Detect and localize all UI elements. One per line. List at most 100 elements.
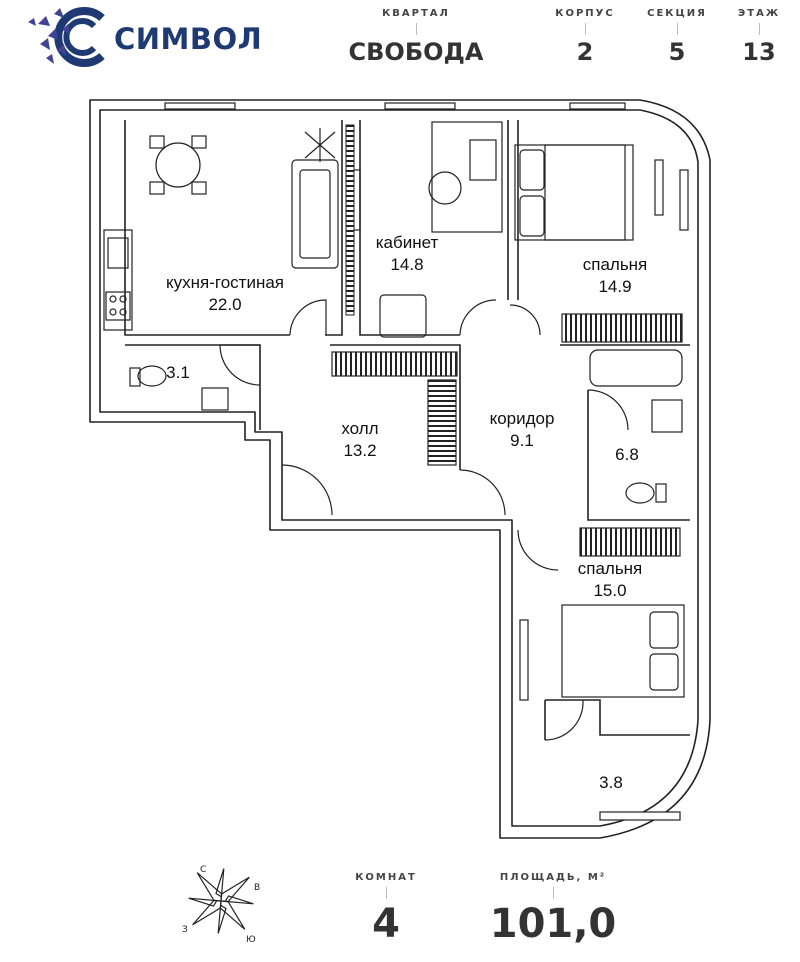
burner bbox=[119, 308, 127, 316]
wardrobe bbox=[427, 379, 457, 466]
outer-wall bbox=[89, 99, 711, 839]
rooms-count-value: 4 bbox=[372, 901, 400, 947]
room-bedroom-2: спальня 15.0 bbox=[560, 558, 660, 602]
room-area: 9.1 bbox=[510, 431, 534, 450]
burner bbox=[109, 295, 117, 303]
door-swing bbox=[289, 299, 327, 336]
room-area: 22.0 bbox=[208, 295, 242, 314]
building-label: КОРПУС bbox=[555, 8, 615, 19]
room-name: спальня bbox=[577, 559, 643, 578]
room-office: кабинет 14.8 bbox=[362, 232, 452, 276]
wardrobe bbox=[561, 313, 683, 343]
sink bbox=[107, 237, 129, 269]
room-name: кабинет bbox=[375, 233, 439, 252]
window bbox=[599, 811, 681, 821]
sofa-seat bbox=[299, 169, 331, 259]
divider bbox=[552, 887, 554, 899]
room-name: спальня bbox=[582, 255, 648, 274]
interior-wall bbox=[124, 120, 290, 336]
room-area: 3.1 bbox=[166, 363, 190, 382]
window bbox=[679, 169, 689, 231]
window bbox=[519, 619, 529, 701]
compass-rose-icon: С В Ю З bbox=[182, 865, 260, 945]
interior-wall bbox=[330, 344, 461, 470]
chair bbox=[149, 181, 165, 195]
interior-wall bbox=[587, 390, 690, 521]
section-value: 5 bbox=[668, 38, 686, 66]
door-swing bbox=[587, 389, 629, 431]
bathtub bbox=[589, 349, 683, 387]
outer-wall-inner bbox=[99, 109, 699, 827]
chair bbox=[191, 181, 207, 195]
section-label: СЕКЦИЯ bbox=[647, 8, 707, 19]
interior-wall bbox=[359, 120, 460, 336]
area-label: ПЛОЩАДЬ, М² bbox=[499, 872, 607, 883]
window bbox=[569, 102, 626, 110]
plant bbox=[304, 128, 336, 162]
interior-wall bbox=[125, 344, 261, 430]
room-name: кухня-гостиная bbox=[166, 273, 284, 292]
compass-south: Ю bbox=[246, 935, 256, 945]
floor-label: ЭТАЖ bbox=[737, 8, 781, 19]
door-swing bbox=[459, 299, 497, 336]
divider bbox=[676, 23, 678, 35]
washbasin bbox=[201, 387, 229, 411]
room-hall: холл 13.2 bbox=[320, 418, 400, 462]
divider bbox=[758, 23, 760, 35]
pillow bbox=[519, 149, 545, 191]
room-area: 13.2 bbox=[343, 441, 377, 460]
building-value: 2 bbox=[576, 38, 594, 66]
room-area: 6.8 bbox=[615, 445, 639, 464]
quarter-label: КВАРТАЛ bbox=[382, 8, 450, 19]
bed bbox=[514, 144, 634, 241]
area-value: 101,0 bbox=[489, 901, 617, 947]
room-area: 14.9 bbox=[598, 277, 632, 296]
floor-value: 13 bbox=[742, 38, 776, 66]
interior-wall bbox=[545, 699, 690, 736]
floor-info: ЭТАЖ 13 bbox=[724, 8, 794, 66]
room-area: 3.8 bbox=[599, 773, 623, 792]
room-wc: 3.1 bbox=[158, 362, 198, 384]
toilet-tank bbox=[129, 367, 141, 387]
area-info: ПЛОЩАДЬ, М² 101,0 bbox=[478, 872, 628, 947]
room-corridor: коридор 9.1 bbox=[472, 408, 572, 452]
nightstand bbox=[544, 144, 626, 241]
room-name: коридор bbox=[489, 409, 555, 428]
section-info: СЕКЦИЯ 5 bbox=[640, 8, 714, 66]
door-swing bbox=[219, 344, 261, 386]
armchair bbox=[379, 294, 427, 338]
divider bbox=[415, 23, 417, 35]
pillow bbox=[649, 653, 679, 691]
symbol-logo-icon bbox=[28, 7, 105, 67]
monitor bbox=[469, 139, 497, 181]
window bbox=[164, 102, 236, 110]
room-name: холл bbox=[341, 419, 379, 438]
toilet bbox=[625, 482, 655, 504]
divider bbox=[584, 23, 586, 35]
wardrobe bbox=[331, 351, 458, 377]
desk bbox=[431, 121, 503, 233]
compass-north: С bbox=[200, 865, 206, 875]
brand-name: СИМВОЛ bbox=[114, 22, 263, 56]
door-swing bbox=[459, 469, 506, 516]
building-info: КОРПУС 2 bbox=[548, 8, 622, 66]
room-area: 15.0 bbox=[593, 581, 627, 600]
pillow bbox=[649, 611, 679, 649]
door-swing bbox=[544, 699, 584, 741]
office-chair bbox=[428, 171, 462, 205]
window bbox=[654, 159, 664, 216]
burner bbox=[109, 308, 117, 316]
room-area: 14.8 bbox=[390, 255, 424, 274]
toilet-tank bbox=[655, 483, 667, 503]
pillow bbox=[519, 195, 545, 237]
quarter-info: КВАРТАЛ СВОБОДА bbox=[346, 8, 486, 66]
dining-table bbox=[155, 142, 201, 188]
chair bbox=[191, 135, 207, 149]
room-bathroom: 6.8 bbox=[602, 444, 652, 466]
burner bbox=[119, 295, 127, 303]
kitchen-counter bbox=[103, 229, 133, 331]
toilet bbox=[137, 365, 167, 387]
room-bedroom-1: спальня 14.9 bbox=[560, 254, 670, 298]
